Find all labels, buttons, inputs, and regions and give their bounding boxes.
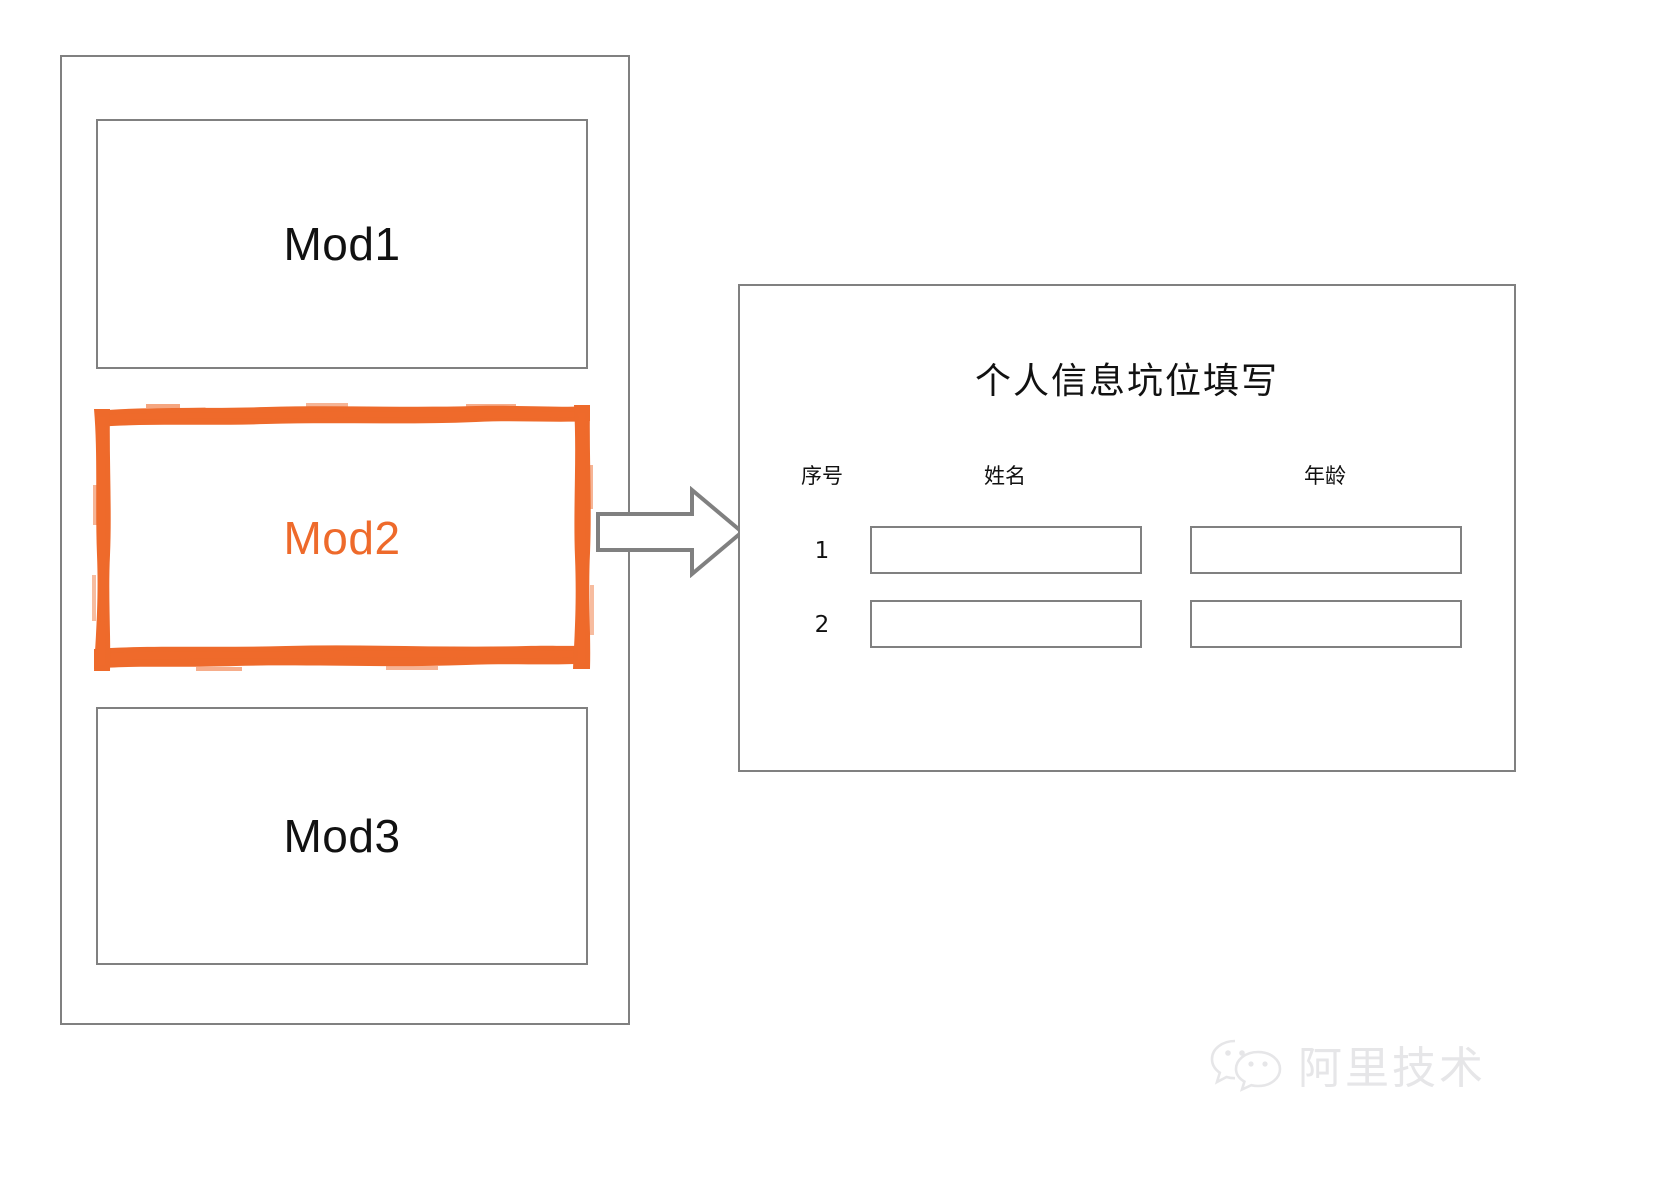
- table-row: 2: [740, 590, 1514, 664]
- watermark: 阿里技术: [1208, 1032, 1486, 1096]
- module-label-mod2: Mod2: [283, 512, 401, 564]
- form-panel: 个人信息坑位填写 序号 姓名 年龄 1 2: [738, 284, 1516, 772]
- module-box-mod3[interactable]: Mod3: [96, 707, 588, 965]
- block-arrow-right-icon: [596, 486, 746, 578]
- column-header-name: 姓名: [984, 464, 1026, 488]
- module-label-mod1: Mod1: [283, 218, 401, 270]
- form-panel-title: 个人信息坑位填写: [974, 361, 1279, 402]
- age-input-row-1[interactable]: [1190, 526, 1462, 574]
- module-box-mod1[interactable]: Mod1: [96, 119, 588, 369]
- column-header-age: 年龄: [1304, 464, 1346, 488]
- name-input-row-1[interactable]: [870, 526, 1142, 574]
- row-index-1: 1: [814, 538, 830, 564]
- row-index-2: 2: [814, 612, 830, 638]
- watermark-text: 阿里技术: [1298, 1043, 1486, 1094]
- column-header-index: 序号: [801, 464, 843, 488]
- personal-info-table: 序号 姓名 年龄 1 2: [740, 454, 1514, 664]
- module-label-mod3: Mod3: [283, 810, 401, 862]
- table-row: 1: [740, 516, 1514, 590]
- module-stack-container: Mod1: [60, 55, 630, 1025]
- module-box-mod2-highlighted[interactable]: Mod2: [92, 403, 594, 673]
- table-header-row: 序号 姓名 年龄: [740, 454, 1514, 516]
- age-input-row-2[interactable]: [1190, 600, 1462, 648]
- name-input-row-2[interactable]: [870, 600, 1142, 648]
- wechat-icon: [1210, 1039, 1282, 1092]
